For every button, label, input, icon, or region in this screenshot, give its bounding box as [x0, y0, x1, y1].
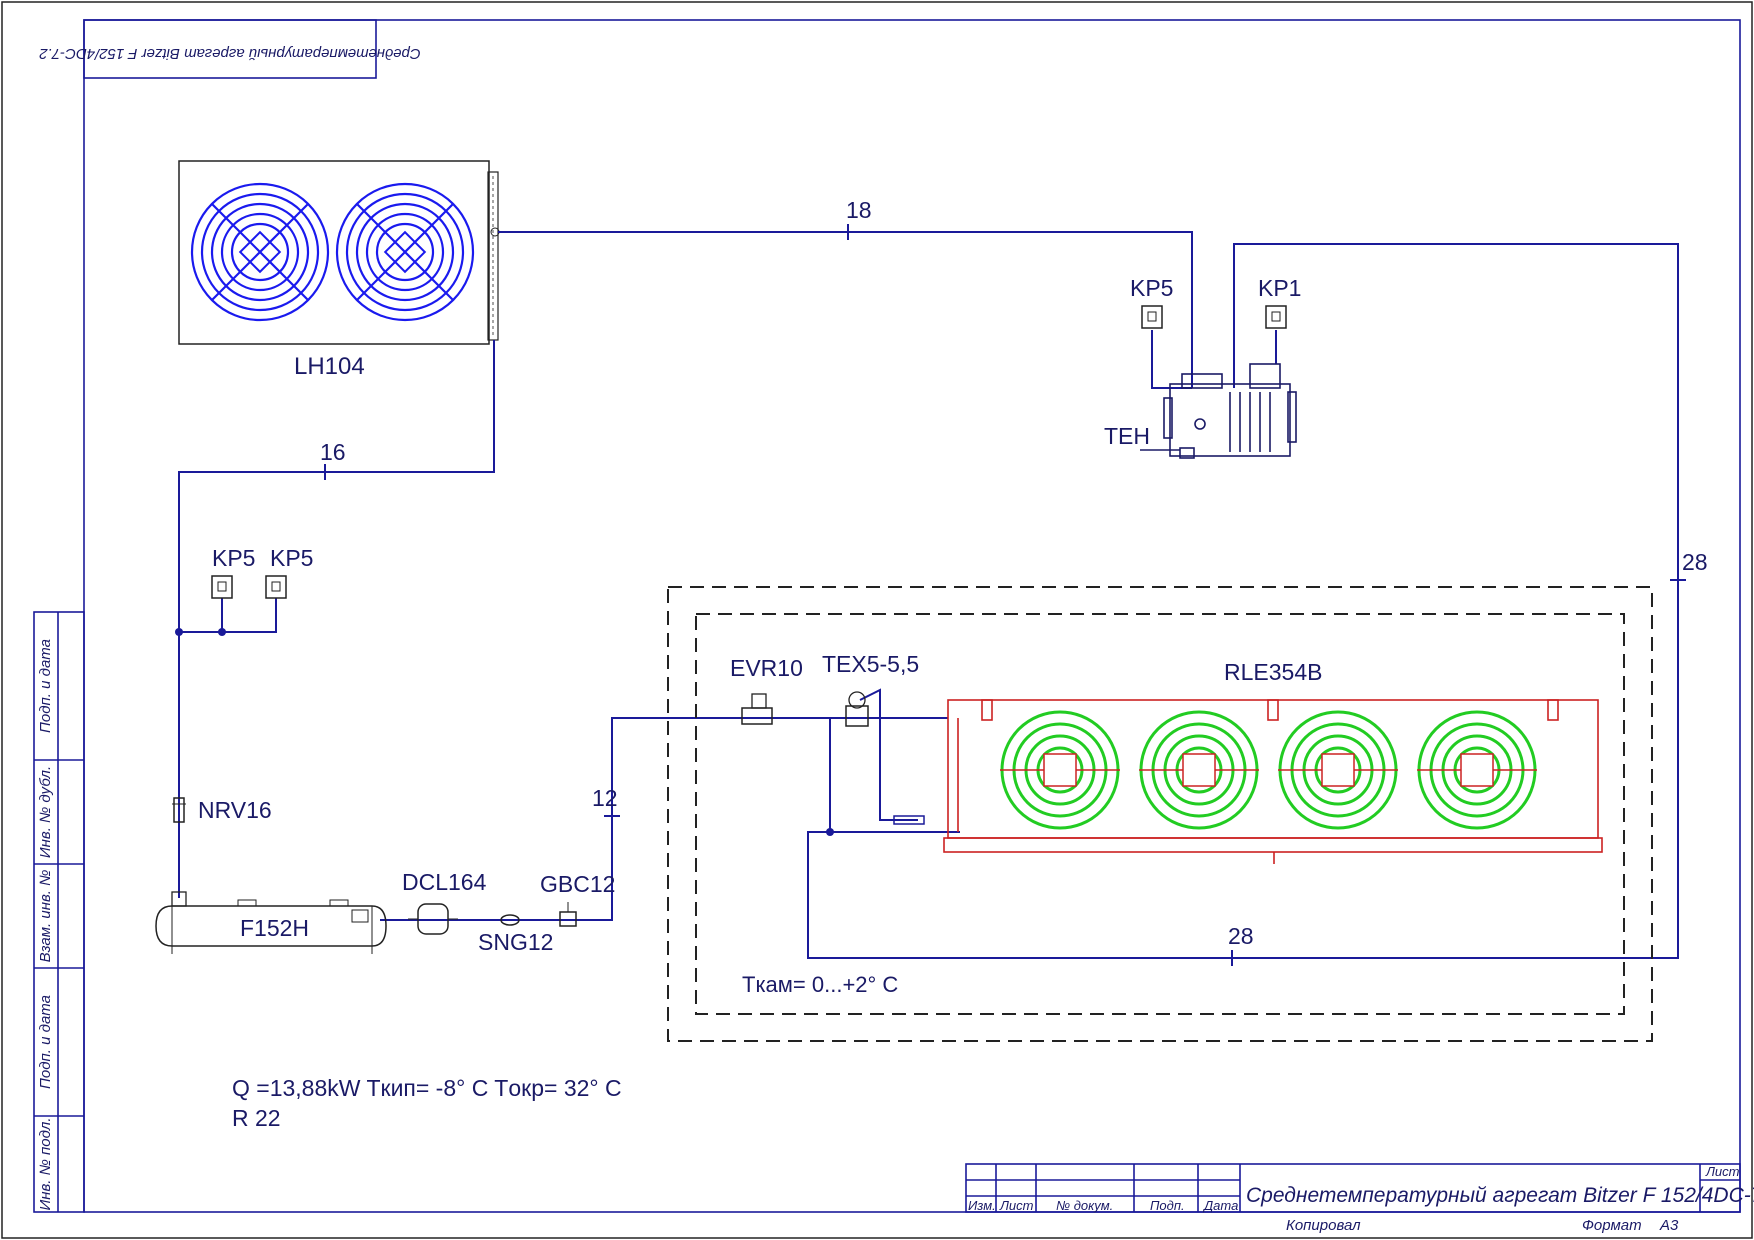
tev-label: TEX5-5,5	[822, 651, 919, 677]
condenser-fan-1	[190, 182, 330, 322]
evaporator-fan-3	[1278, 710, 1398, 830]
condenser-unit	[178, 160, 500, 345]
check-valve	[172, 797, 186, 823]
title-sheet-label: Лист	[1705, 1164, 1740, 1179]
evaporator-fan-2	[1139, 710, 1259, 830]
title-col-list: Лист	[999, 1198, 1034, 1213]
title-col-izm: Изм.	[968, 1198, 996, 1213]
expansion-valve	[845, 691, 869, 727]
top-stamp-text: Среднетемпературный агрегат Bitzer F 152…	[39, 45, 421, 62]
top-stamp-box	[83, 19, 377, 79]
evaporator-fan-4	[1417, 710, 1537, 830]
title-col-sign: Подп.	[1150, 1198, 1185, 1213]
filter-drier	[408, 903, 458, 935]
cold-room-outer	[667, 586, 1653, 1042]
specs-line-1: Q =13,88kW Tкип= -8° C Tокр= 32° C	[232, 1075, 622, 1101]
evaporator-fan-1	[1000, 710, 1120, 830]
kp5-left-label-a: KP5	[212, 545, 255, 571]
kp5-left-label-b: KP5	[270, 545, 313, 571]
kp1-top-switch	[1265, 305, 1287, 329]
side-stamp-4: Подп. и дата	[37, 995, 54, 1089]
compressor	[1140, 363, 1297, 459]
condenser-fan-2	[335, 182, 475, 322]
title-format: Формат	[1582, 1217, 1642, 1234]
side-stamp-1: Подп. и дата	[37, 639, 54, 733]
receiver	[155, 891, 387, 954]
kp5-left-switch-b	[265, 575, 287, 599]
kp1-top-label: KP1	[1258, 275, 1301, 301]
side-stamp-5: Инв. № подл.	[37, 1117, 54, 1210]
pipe-28-right-label: 28	[1682, 549, 1708, 575]
title-format-value: А3	[1659, 1217, 1679, 1234]
title-block	[965, 1163, 1741, 1213]
condenser-label: LH104	[294, 353, 365, 380]
drawing-frame	[83, 19, 1741, 1213]
kp5-left-switch-a	[211, 575, 233, 599]
cold-room-inner	[695, 613, 1625, 1015]
solenoid-valve	[741, 693, 773, 725]
sight-glass	[500, 914, 520, 926]
receiver-label: F152H	[240, 915, 309, 941]
title-main: Среднетемпературный агрегат Bitzer F 152…	[1246, 1184, 1754, 1207]
side-stamp-2: Инв. № дубл.	[37, 766, 54, 858]
side-stamp	[33, 611, 85, 1213]
room-temp-label: Tкам= 0...+2° C	[742, 972, 898, 997]
solenoid-label: EVR10	[730, 655, 803, 681]
pipe-28-bottom-label: 28	[1228, 923, 1254, 949]
title-col-doc: № докум.	[1056, 1198, 1113, 1213]
nrv-label: NRV16	[198, 797, 272, 823]
teh-label: TEH	[1104, 423, 1150, 449]
evaporator-label: RLE354B	[1224, 659, 1322, 685]
ball-valve	[559, 902, 577, 927]
pipe-12-label: 12	[592, 785, 618, 811]
side-stamp-3: Взам. инв. №	[37, 870, 54, 963]
title-copied: Копировал	[1286, 1217, 1361, 1234]
pipe-16-label: 16	[320, 439, 346, 465]
filter-label: DCL164	[402, 869, 487, 895]
sightglass-label: SNG12	[478, 929, 553, 955]
title-col-date: Дата	[1202, 1198, 1238, 1213]
valve-gbc-label: GBC12	[540, 871, 615, 897]
evaporator-unit	[943, 699, 1603, 864]
pipe-18-label: 18	[846, 197, 872, 223]
piping	[175, 224, 1686, 966]
kp5-top-label: KP5	[1130, 275, 1173, 301]
kp5-top-switch	[1141, 305, 1163, 329]
specs-line-2: R 22	[232, 1105, 281, 1131]
